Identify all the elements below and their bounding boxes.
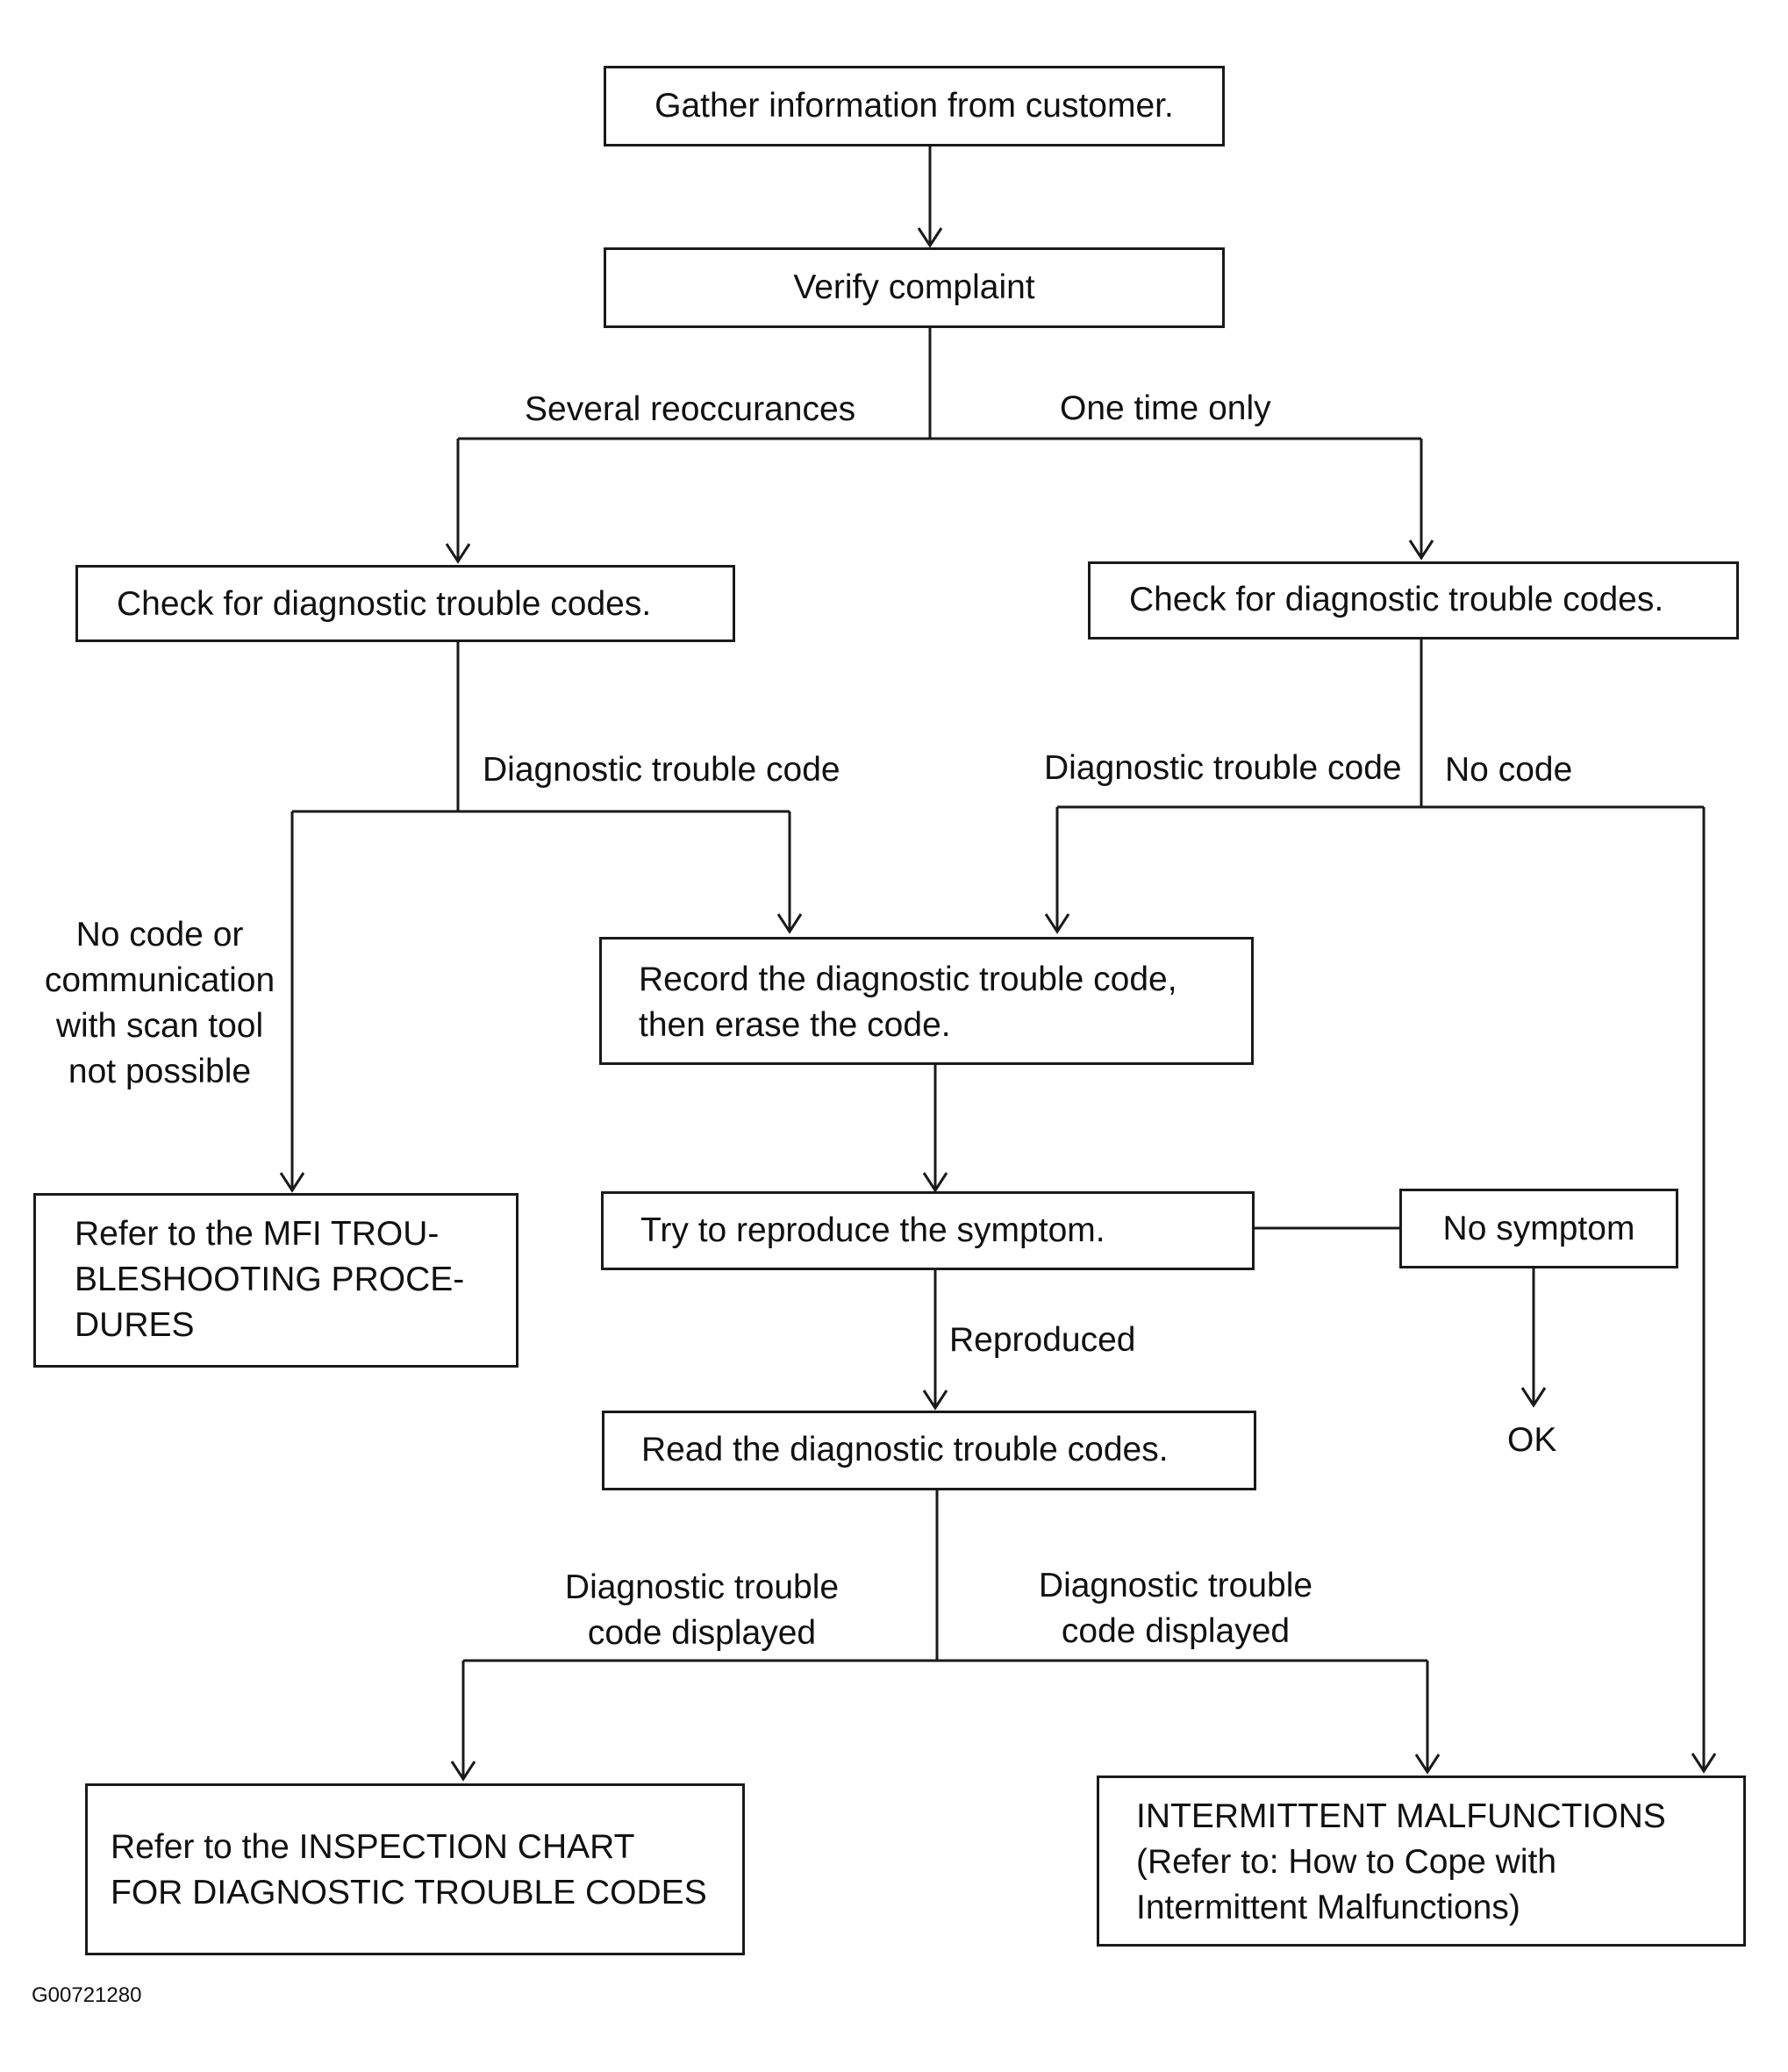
intermittent-line-3: Intermittent Malfunctions): [1136, 1889, 1520, 1926]
several-reoccurances-label: Several reoccurances: [525, 390, 856, 428]
check-codes-right-box: Check for diagnostic trouble codes.: [1088, 561, 1739, 639]
reproduced-label: Reproduced: [949, 1321, 1136, 1359]
displayed-left-label: Diagnostic trouble code displayed: [526, 1565, 877, 1656]
record-erase-box: Record the diagnostic trouble code, then…: [599, 937, 1254, 1065]
reproduce-symptom-box: Try to reproduce the symptom.: [601, 1191, 1255, 1270]
reproduce-symptom-text: Try to reproduce the symptom.: [640, 1211, 1105, 1249]
no-code-comm-line-1: No code or: [75, 916, 244, 954]
figure-code-label: G00721280: [32, 1983, 142, 2007]
ok-label: OK: [1507, 1421, 1557, 1459]
check-codes-right-text: Check for diagnostic trouble codes.: [1129, 581, 1664, 618]
read-codes-box: Read the diagnostic trouble codes.: [602, 1411, 1256, 1490]
read-codes-text: Read the diagnostic trouble codes.: [641, 1431, 1169, 1468]
gather-info-text: Gather information from customer.: [654, 87, 1174, 125]
check-codes-left-text: Check for diagnostic trouble codes.: [117, 585, 652, 623]
dtc-right-label: Diagnostic trouble code: [1044, 749, 1402, 787]
no-code-comm-line-4: not possible: [68, 1053, 252, 1090]
intermittent-line-1: INTERMITTENT MALFUNCTIONS: [1136, 1797, 1666, 1835]
check-codes-left-box: Check for diagnostic trouble codes.: [75, 565, 735, 642]
no-code-label: No code: [1445, 751, 1573, 789]
displayed-right-line-1: Diagnostic trouble: [1038, 1567, 1313, 1604]
inspection-line-1: Refer to the INSPECTION CHART: [111, 1828, 635, 1866]
displayed-left-line-1: Diagnostic trouble: [564, 1568, 840, 1606]
record-erase-line-1: Record the diagnostic trouble code,: [639, 961, 1177, 998]
no-symptom-text: No symptom: [1442, 1209, 1635, 1247]
mfi-line-3: DURES: [75, 1306, 195, 1344]
inspection-chart-box: Refer to the INSPECTION CHART FOR DIAGNO…: [85, 1783, 745, 1955]
record-erase-line-2: then erase the code.: [639, 1006, 951, 1044]
displayed-left-line-2: code displayed: [587, 1614, 817, 1652]
intermittent-malfunctions-box: INTERMITTENT MALFUNCTIONS (Refer to: How…: [1097, 1775, 1746, 1947]
no-code-comm-line-3: with scan tool: [55, 1007, 264, 1045]
intermittent-line-2: (Refer to: How to Cope with: [1136, 1843, 1557, 1881]
mfi-line-2: BLESHOOTING PROCE-: [75, 1261, 465, 1298]
one-time-only-label: One time only: [1060, 389, 1271, 427]
no-code-comm-label: No code or communication with scan tool …: [28, 912, 291, 1095]
displayed-right-label: Diagnostic trouble code displayed: [1000, 1563, 1351, 1654]
no-code-comm-line-2: communication: [44, 961, 275, 999]
gather-info-box: Gather information from customer.: [604, 66, 1225, 146]
verify-complaint-box: Verify complaint: [604, 247, 1225, 328]
mfi-troubleshooting-box: Refer to the MFI TROU- BLESHOOTING PROCE…: [33, 1193, 519, 1368]
verify-complaint-text: Verify complaint: [793, 268, 1035, 306]
inspection-line-2: FOR DIAGNOSTIC TROUBLE CODES: [111, 1874, 707, 1911]
displayed-right-line-2: code displayed: [1061, 1612, 1291, 1650]
mfi-line-1: Refer to the MFI TROU-: [75, 1215, 440, 1253]
dtc-left-label: Diagnostic trouble code: [483, 751, 840, 789]
no-symptom-box: No symptom: [1399, 1189, 1678, 1268]
